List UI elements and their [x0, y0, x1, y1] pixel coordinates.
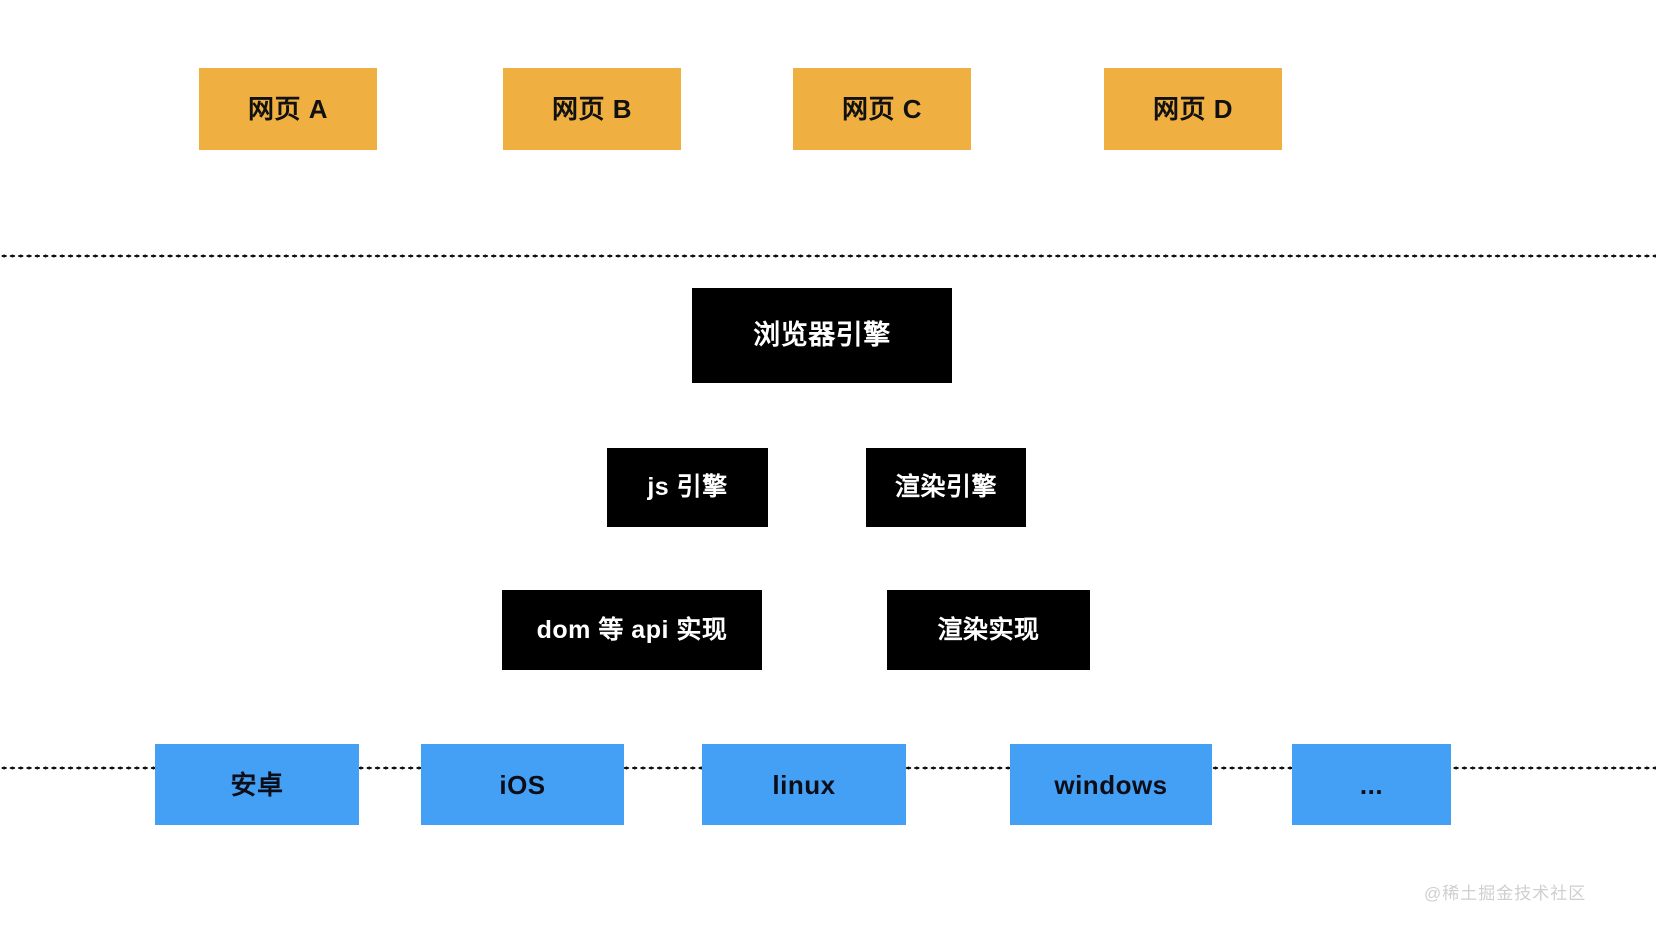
watermark: @稀土掘金技术社区 [1424, 884, 1587, 903]
node-label: linux [772, 769, 836, 800]
node-label: iOS [499, 769, 546, 800]
node-label: js 引擎 [647, 473, 728, 501]
node-render-impl: 渲染实现 [887, 590, 1090, 670]
node-label: 网页 B [551, 94, 632, 124]
node-os-linux: linux [702, 744, 906, 825]
node-browser-engine: 浏览器引擎 [692, 288, 952, 383]
node-os-ios: iOS [421, 744, 624, 825]
node-page-c: 网页 C [793, 68, 971, 150]
divider-top [0, 254, 1656, 258]
node-page-b: 网页 B [503, 68, 681, 150]
node-label: 渲染实现 [937, 615, 1040, 644]
node-label: 网页 A [247, 94, 328, 124]
node-label: 网页 D [1152, 94, 1233, 124]
node-label: 浏览器引擎 [753, 320, 891, 350]
node-os-android: 安卓 [155, 744, 359, 825]
node-label: dom 等 api 实现 [536, 615, 728, 644]
node-os-windows: windows [1010, 744, 1212, 825]
node-label: windows [1054, 769, 1168, 800]
node-label: 安卓 [230, 769, 284, 800]
node-os-more: ... [1292, 744, 1451, 825]
node-label: 渲染引擎 [894, 473, 997, 501]
node-dom-api-impl: dom 等 api 实现 [502, 590, 762, 670]
node-label: 网页 C [841, 94, 922, 124]
node-page-d: 网页 D [1104, 68, 1282, 150]
node-js-engine: js 引擎 [607, 448, 768, 527]
node-page-a: 网页 A [199, 68, 377, 150]
node-render-engine: 渲染引擎 [866, 448, 1026, 527]
node-label: ... [1359, 769, 1384, 800]
